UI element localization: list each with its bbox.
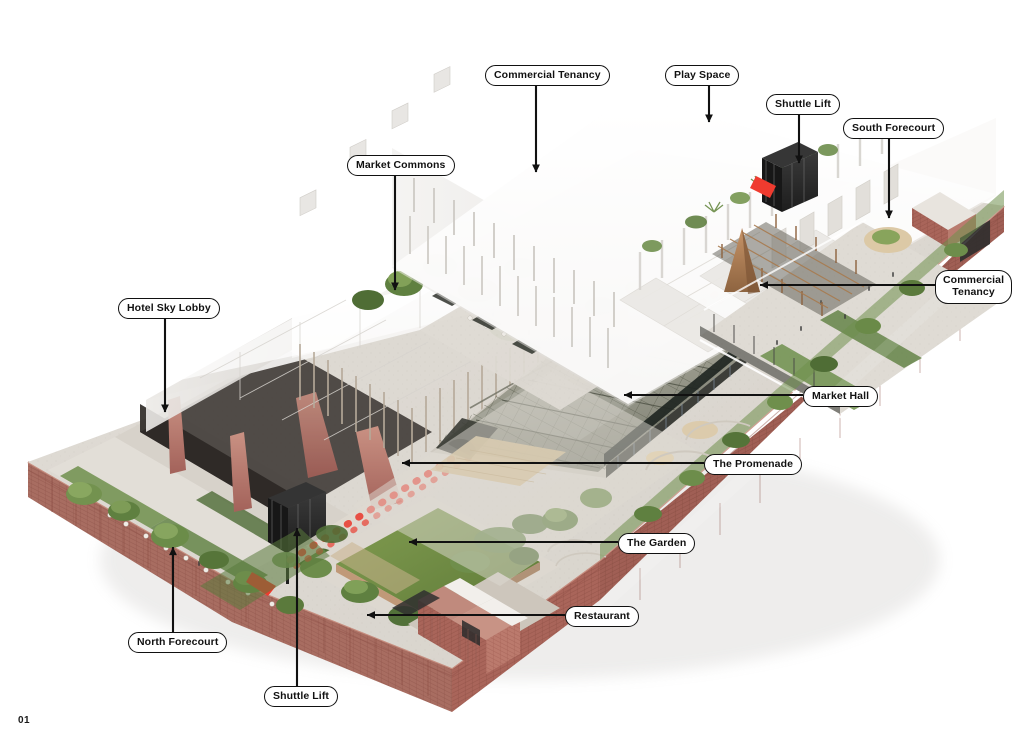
shuttle-lift-north-structure [750,142,818,212]
callout-the-garden[interactable]: The Garden [618,533,696,554]
callout-hotel-sky-lobby[interactable]: Hotel Sky Lobby [118,298,220,319]
callout-restaurant[interactable]: Restaurant [565,606,639,627]
callout-play-space[interactable]: Play Space [665,65,740,86]
callout-north-forecourt[interactable]: North Forecourt [128,632,228,653]
callout-the-promenade[interactable]: The Promenade [704,454,803,475]
callout-shuttle-lift-north[interactable]: Shuttle Lift [766,94,841,115]
timber-pergola [712,214,876,316]
callout-shuttle-lift-south[interactable]: Shuttle Lift [264,686,339,707]
roof-fin-columns [409,216,609,368]
callout-commercial-tenancy-right[interactable]: Commercial Tenancy [935,270,1013,304]
callout-market-commons[interactable]: Market Commons [347,155,455,176]
callout-market-hall[interactable]: Market Hall [803,386,879,407]
callout-commercial-tenancy-top[interactable]: Commercial Tenancy [485,65,610,86]
page-number: 01 [18,715,31,726]
callout-south-forecourt[interactable]: South Forecourt [843,118,945,139]
south-east-landscape-strip [600,190,1004,560]
